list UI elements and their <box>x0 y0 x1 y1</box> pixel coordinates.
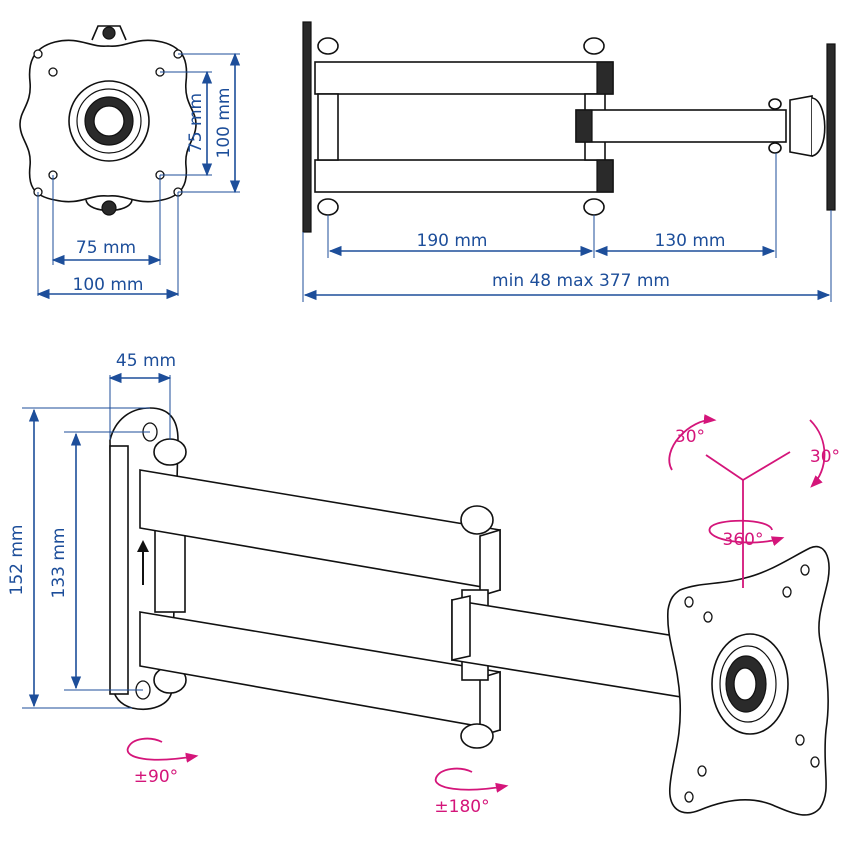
vesa-vertical-inner-label: 75 mm <box>186 93 206 153</box>
arm-upper-perspective <box>139 469 501 591</box>
extension-range-label: min 48 max 377 mm <box>492 271 670 291</box>
arm-lower <box>314 159 614 193</box>
top-view: 190 mm 130 mm min 48 max 377 mm <box>302 21 836 302</box>
vesa-horizontal-outer-label: 100 mm <box>73 275 144 295</box>
wall-joint-label: ±90° <box>134 767 178 787</box>
wall-joint-rotation-icon <box>126 737 199 763</box>
tilt-right-arrow-icon <box>809 419 826 488</box>
vesa-vertical-outer-label: 100 mm <box>214 88 234 159</box>
tilt-left-arrow-icon <box>668 414 717 471</box>
middle-joint-rotation-icon <box>434 767 509 793</box>
arm-lower-perspective <box>139 611 501 731</box>
arm-upper <box>314 61 614 95</box>
arm-length-2-label: 130 mm <box>655 231 726 251</box>
perspective-view: 45 mm 152 mm 133 mm <box>7 351 830 816</box>
swivel-label: 360° <box>723 530 764 550</box>
arm-second <box>575 109 787 143</box>
vesa-plate-front <box>19 25 197 216</box>
rotation-indicators: 30° 30° 360° ±90° ±180° <box>126 414 840 817</box>
wall-plate-height-label: 152 mm <box>7 525 27 596</box>
tv-plate-edge <box>826 43 836 211</box>
depth-plate-label: 45 mm <box>116 351 176 371</box>
swivel-arrow-icon <box>708 519 785 546</box>
front-view: 75 mm 100 mm 75 mm 100 mm <box>19 25 241 300</box>
vesa-horizontal-inner-label: 75 mm <box>76 238 136 258</box>
vesa-plate-perspective <box>666 545 830 816</box>
hole-spacing-label: 133 mm <box>49 528 69 599</box>
tilt-left-label: 30° <box>675 427 705 447</box>
wall-plate-edge <box>302 21 312 233</box>
middle-joint-label: ±180° <box>434 797 489 817</box>
up-arrow-head-icon <box>137 540 149 552</box>
arm-length-1-label: 190 mm <box>417 231 488 251</box>
tilt-right-label: 30° <box>810 447 840 467</box>
